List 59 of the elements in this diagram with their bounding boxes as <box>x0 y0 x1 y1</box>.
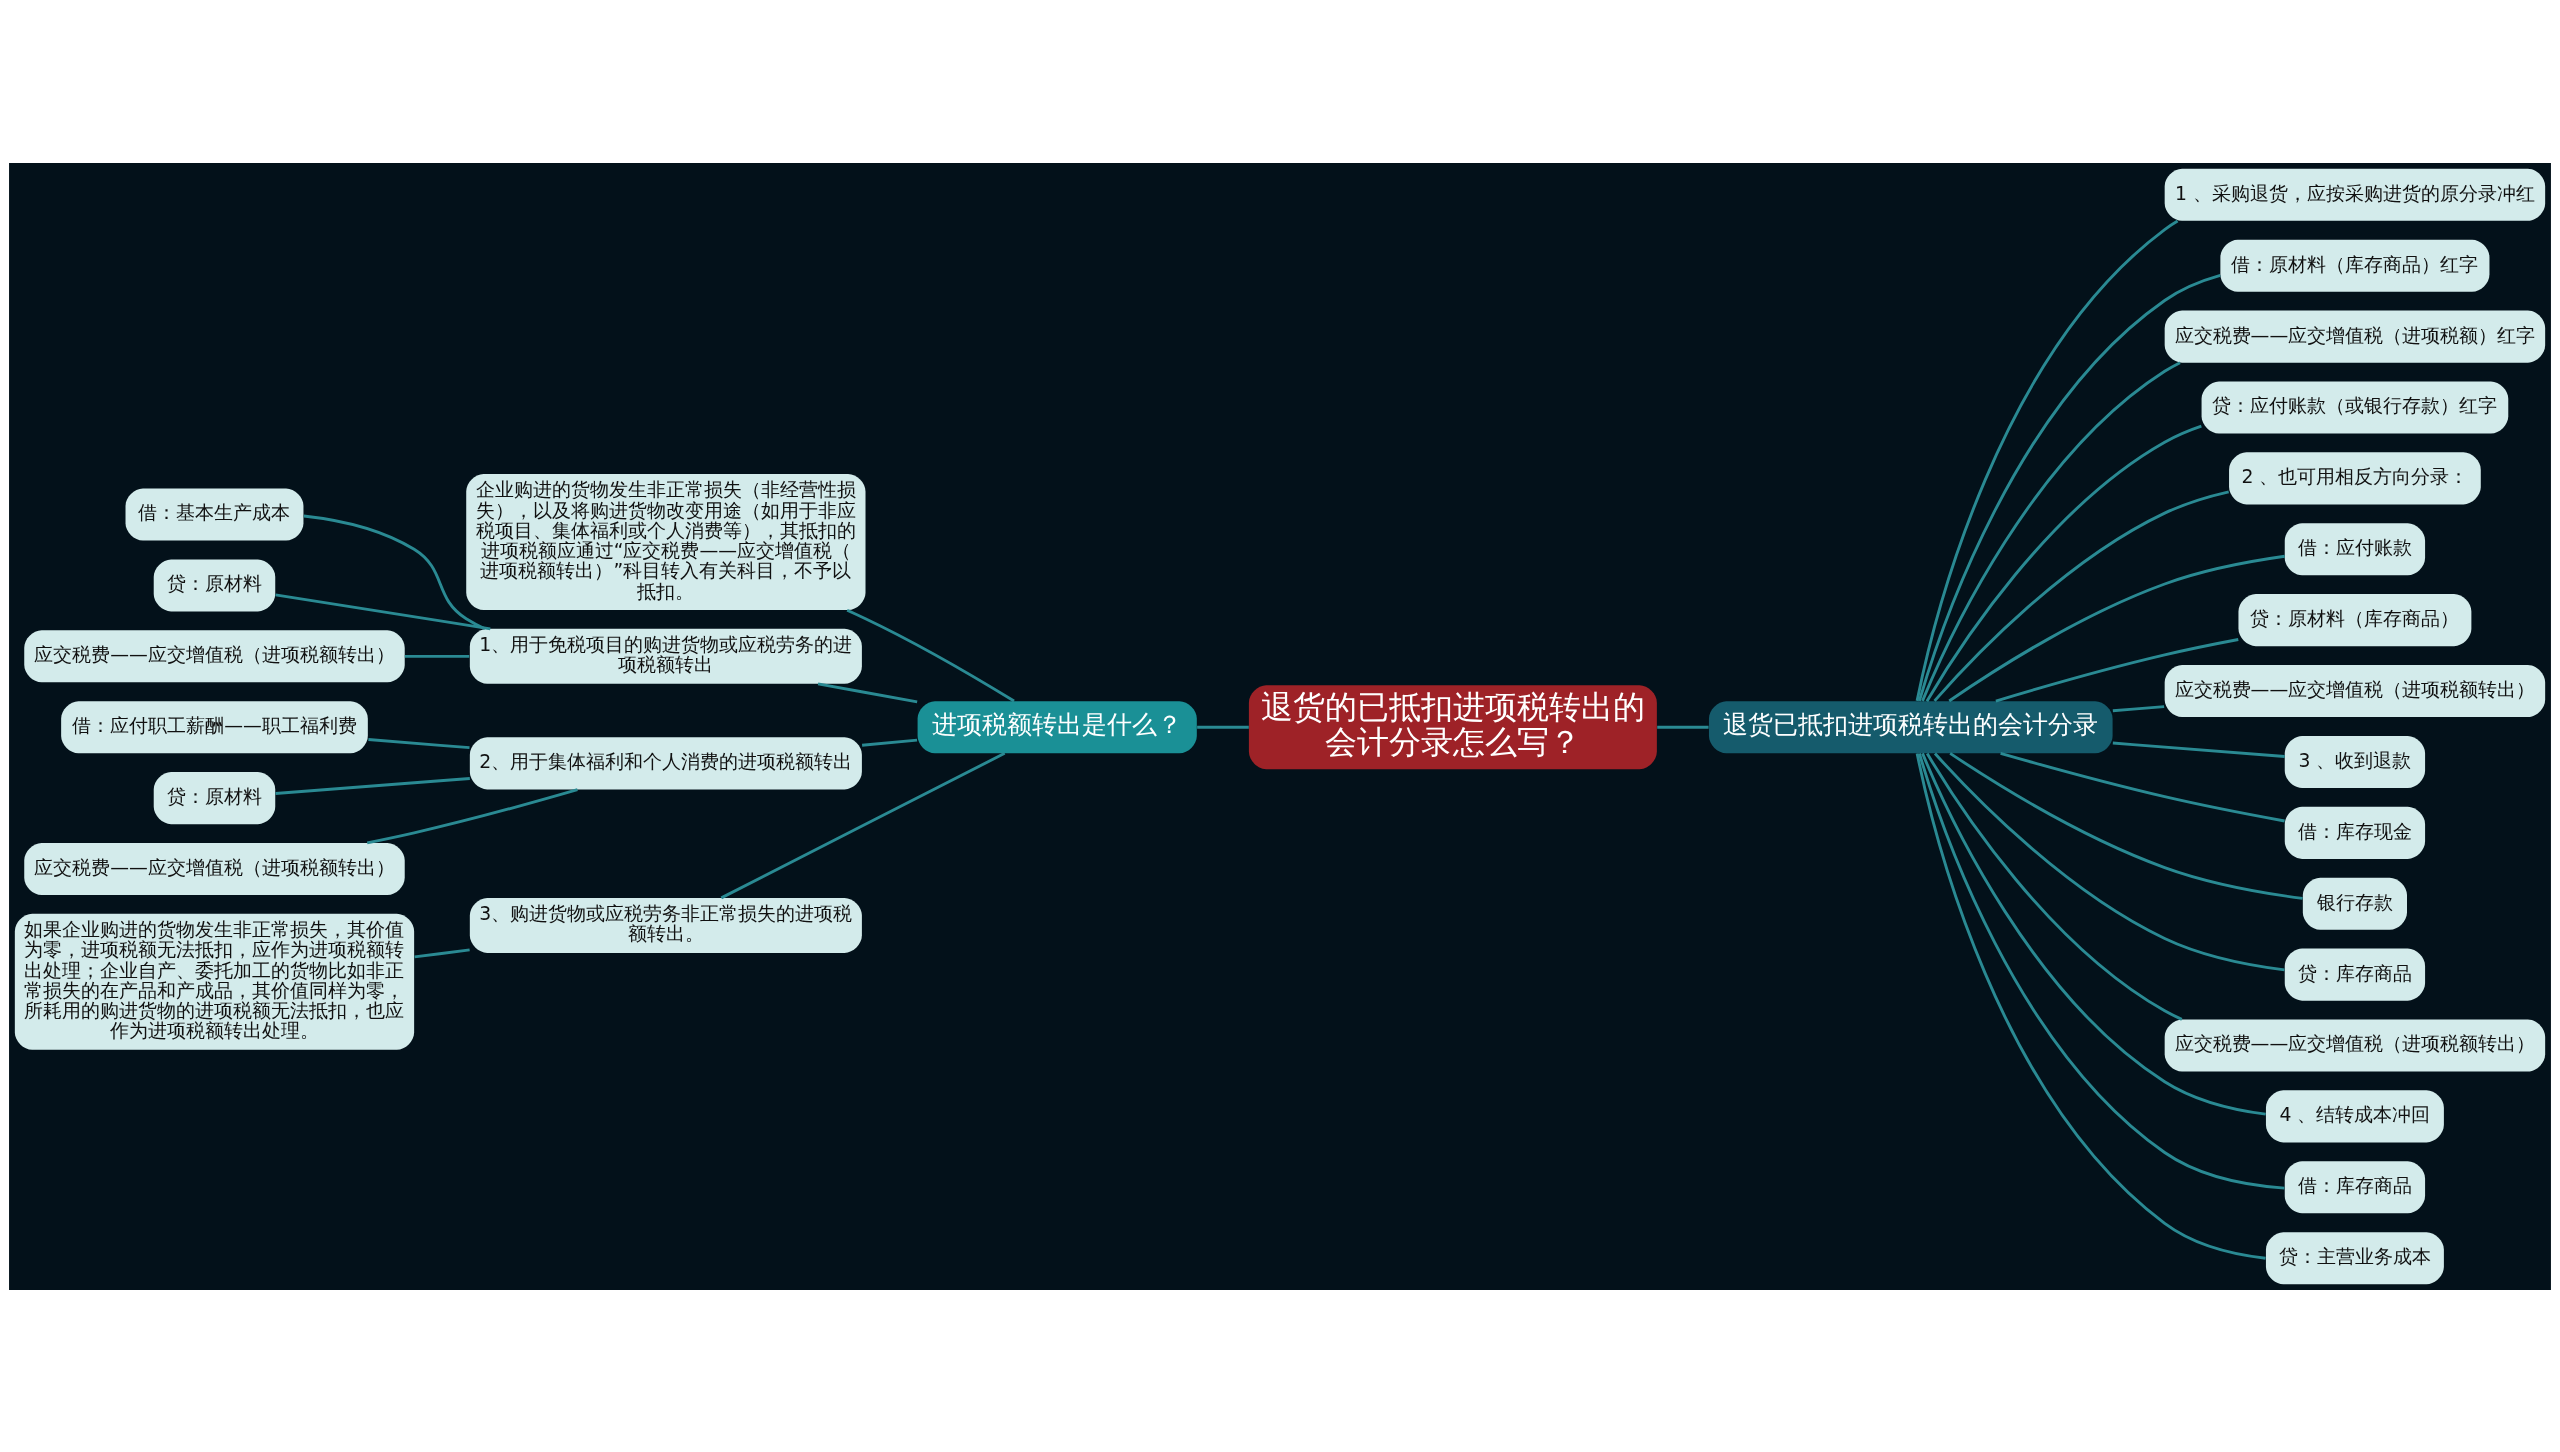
connector <box>720 751 1006 899</box>
node-box: 1 、采购退货，应按采购进货的原分录冲红 <box>2164 168 2546 221</box>
connector <box>817 681 918 703</box>
connector <box>2000 751 2285 822</box>
connector <box>846 608 1015 702</box>
node-box: 2 、也可用相反方向分录： <box>2229 451 2481 504</box>
connector <box>1915 219 2179 701</box>
connector <box>1948 554 2285 702</box>
connector <box>275 776 470 795</box>
connector <box>368 737 470 749</box>
connector <box>1995 637 2239 702</box>
connector <box>1197 725 1249 729</box>
node-box: 退货已抵扣进项税转出的会计分录 <box>1708 700 2113 753</box>
connector <box>1925 424 2202 702</box>
node-box: 贷：原材料 <box>153 558 276 611</box>
connector <box>1918 273 2221 701</box>
node-box: 应交税费——应交增值税（进项税额转出） <box>24 842 405 895</box>
connector <box>861 738 918 747</box>
node-box: 企业购进的货物发生非正常损失（非经营性损失），以及将购进货物改变用途（如用于非应税项目、集体福利或个人消费等），其抵扣的进项税额应通过“应交税费——应交增值税（进项税额转出）”科目转入有关科目，不予以抵扣。 <box>466 473 866 610</box>
connector <box>366 787 578 844</box>
node-box: 应交税费——应交增值税（进项税额转出） <box>2164 1018 2546 1072</box>
node-box: 退货的已抵扣进项税转出的会计分录怎么写？ <box>1248 684 1657 769</box>
connector <box>1918 752 2285 1190</box>
node-box: 4 、结转成本冲回 <box>2265 1089 2444 1142</box>
connector <box>303 514 486 630</box>
node-box: 借：应付账款 <box>2284 522 2426 575</box>
connector <box>1925 752 2183 1021</box>
connector <box>1933 752 2285 971</box>
connector <box>414 948 470 958</box>
node-box: 贷：原材料 <box>153 771 276 824</box>
node-box: 借：基本生产成本 <box>125 488 304 541</box>
connector <box>2112 741 2285 758</box>
connector <box>1921 360 2181 701</box>
connector <box>1657 725 1709 729</box>
node-box: 3 、收到退款 <box>2284 735 2426 788</box>
connector <box>1921 752 2266 1116</box>
node-box: 借：应付职工薪酬——职工福利费 <box>61 700 368 753</box>
connector <box>1915 752 2266 1260</box>
connector <box>1933 489 2230 702</box>
node-box: 贷：原材料（库存商品） <box>2238 593 2472 646</box>
node-box: 3、购进货物或应税劳务非正常损失的进项税额转出。 <box>469 897 862 953</box>
connector <box>1949 751 2303 900</box>
node-box: 贷：应付账款（或银行存款）红字 <box>2201 380 2509 434</box>
node-box: 借：库存商品 <box>2284 1160 2426 1213</box>
node-box: 应交税费——应交增值税（进项税额转出） <box>2164 664 2546 717</box>
connector <box>275 592 491 630</box>
connector <box>2112 704 2165 712</box>
node-box: 借：原材料（库存商品）红字 <box>2220 239 2490 292</box>
node-box: 1、用于免税项目的购进货物或应税劳务的进项税额转出 <box>469 628 862 684</box>
node-box: 进项税额转出是什么？ <box>917 700 1197 753</box>
node-box: 应交税费——应交增值税（进项税额）红字 <box>2164 310 2546 363</box>
node-box: 2、用于集体福利和个人消费的进项税额转出 <box>469 736 862 789</box>
node-box: 贷：主营业务成本 <box>2265 1231 2444 1284</box>
node-box: 贷：库存商品 <box>2284 948 2426 1001</box>
node-box: 借：库存现金 <box>2284 806 2426 859</box>
connector <box>404 654 470 658</box>
node-box: 如果企业购进的货物发生非正常损失，其价值为零，进项税额无法抵扣，应作为进项税额转出处理；企业自产、委托加工的货物比如非正常损失的在产品和产成品，其价值同样为零，所耗用的购进货物的进项税额无法抵扣，也应作为进项税额转出处理。 <box>14 913 415 1050</box>
node-box: 银行存款 <box>2302 877 2407 930</box>
node-box: 应交税费——应交增值税（进项税额转出） <box>24 629 405 682</box>
